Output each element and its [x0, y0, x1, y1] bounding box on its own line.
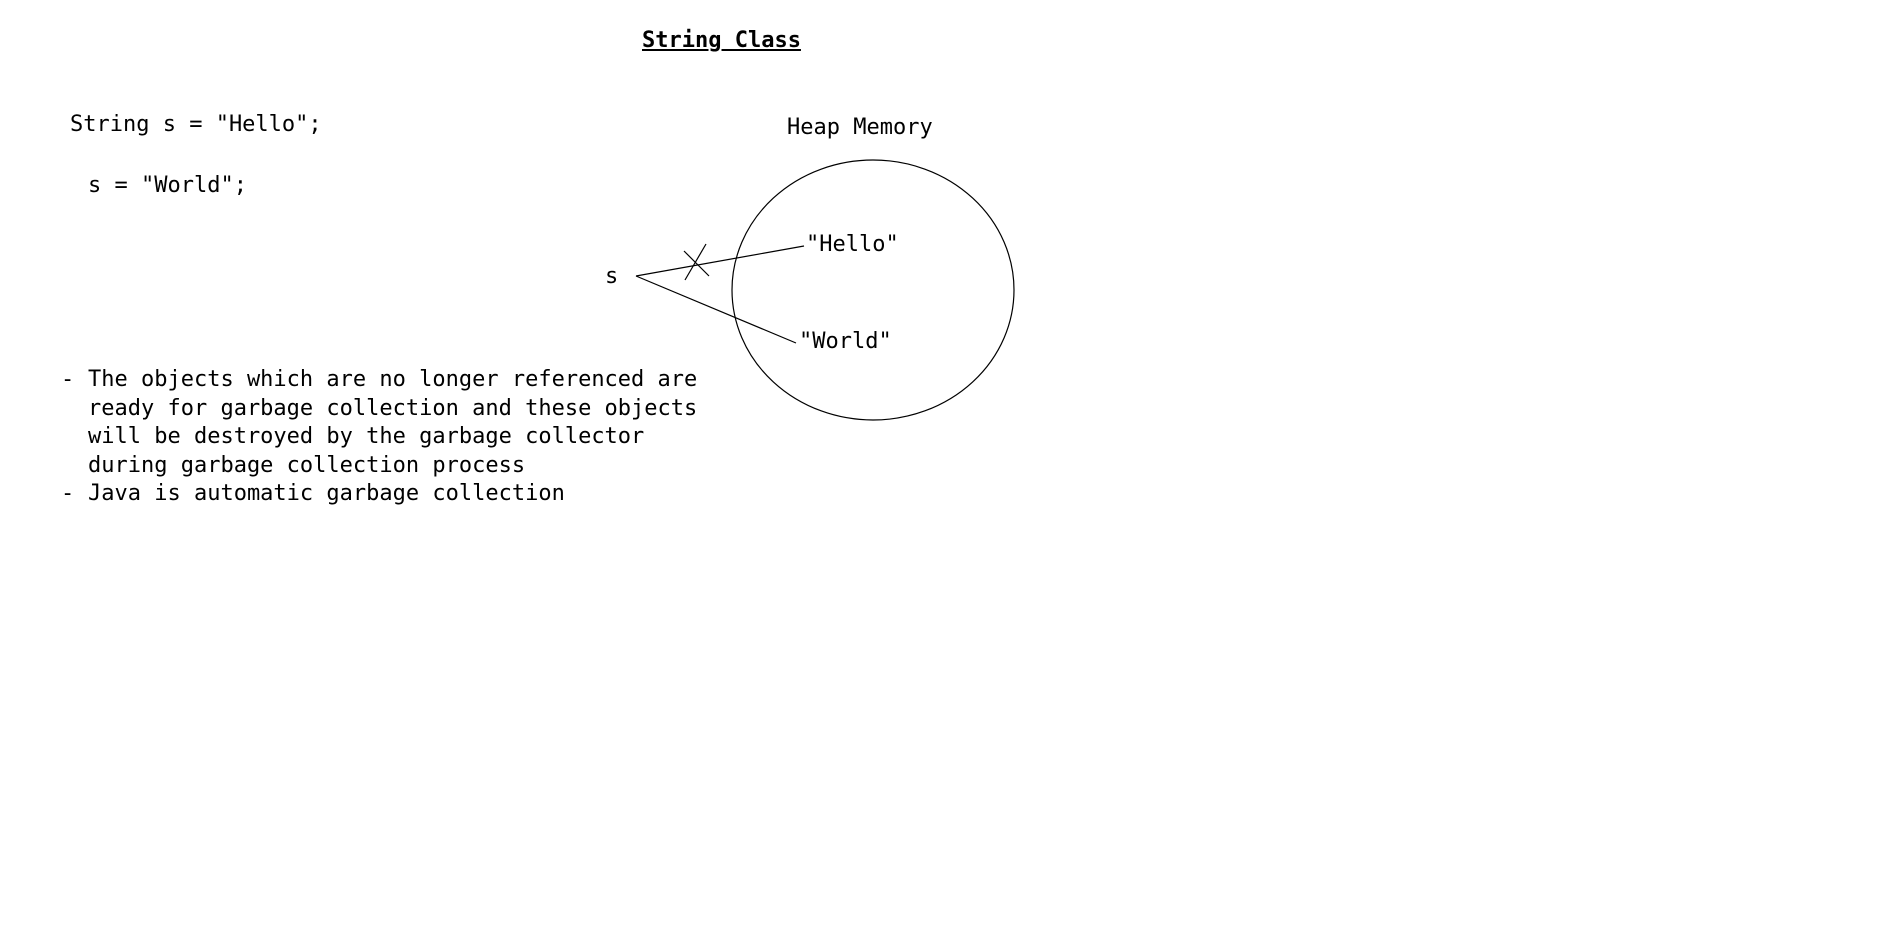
- note-line: Java is automatic garbage collection: [88, 481, 565, 506]
- cross-mark-icon: [683, 243, 710, 281]
- new-reference-arrow-world: [635, 275, 797, 344]
- heap-memory-boundary: [731, 159, 1015, 421]
- code-line-declaration: String s = "Hello";: [70, 112, 322, 137]
- reference-variable-label: s: [605, 264, 619, 289]
- bullet-dash: -: [61, 367, 75, 392]
- notes-list: - The objects which are no longer refere…: [61, 366, 697, 509]
- old-reference-arrow-hello: [635, 245, 805, 277]
- note-item: - Java is automatic garbage collection: [61, 480, 697, 509]
- bullet-dash: -: [61, 481, 75, 506]
- note-line: The objects which are no longer referenc…: [88, 367, 698, 392]
- note-item: - The objects which are no longer refere…: [61, 366, 697, 480]
- note-line: during garbage collection process: [88, 452, 526, 478]
- code-line-reassignment: s = "World";: [88, 173, 247, 198]
- note-line: will be destroyed by the garbage collect…: [88, 424, 645, 449]
- page-title: String Class: [642, 28, 801, 53]
- note-line: ready for garbage collection and these o…: [88, 395, 698, 421]
- string-object-world: "World": [799, 329, 892, 354]
- string-object-hello: "Hello": [806, 232, 899, 257]
- heap-memory-label: Heap Memory: [787, 115, 933, 140]
